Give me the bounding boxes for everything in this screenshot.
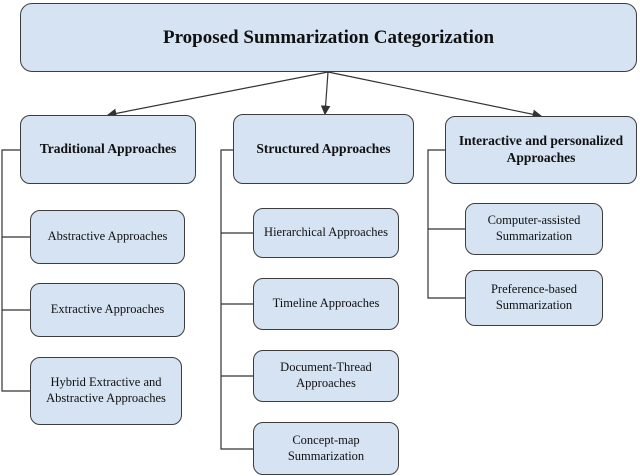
leaf-extractive: Extractive Approaches xyxy=(30,283,185,337)
leaf-computer-assisted: Computer-assisted Summarization xyxy=(465,203,603,255)
leaf-preference-based: Preference-based Summarization xyxy=(465,270,603,326)
leaf-label: Preference-based Summarization xyxy=(490,282,578,312)
structured-bracket xyxy=(220,149,253,450)
leaf-hybrid: Hybrid Extractive and Abstractive Approa… xyxy=(30,357,182,425)
arrow-to-interactive xyxy=(327,71,543,120)
category-interactive: Interactive and personalized Approaches xyxy=(445,116,637,184)
leaf-label: Abstractive Approaches xyxy=(47,229,168,244)
root-node: Proposed Summarization Categorization xyxy=(20,3,637,72)
leaf-abstractive: Abstractive Approaches xyxy=(30,210,185,264)
category-label: Interactive and personalized Approaches xyxy=(458,133,624,165)
arrow-to-traditional xyxy=(106,71,329,119)
leaf-label: Document-Thread Approaches xyxy=(280,360,372,390)
leaf-label: Timeline Approaches xyxy=(272,296,380,311)
leaf-hierarchical: Hierarchical Approaches xyxy=(253,208,399,258)
traditional-bracket xyxy=(1,149,30,392)
leaf-label: Hierarchical Approaches xyxy=(264,225,388,240)
category-structured: Structured Approaches xyxy=(233,114,414,184)
leaf-timeline: Timeline Approaches xyxy=(253,278,399,330)
leaf-label: Hybrid Extractive and Abstractive Approa… xyxy=(46,375,166,405)
category-label: Traditional Approaches xyxy=(39,141,177,157)
root-label: Proposed Summarization Categorization xyxy=(162,26,495,48)
leaf-document-thread: Document-Thread Approaches xyxy=(253,350,399,402)
leaf-concept-map: Concept-map Summarization xyxy=(253,422,399,475)
category-traditional: Traditional Approaches xyxy=(20,115,196,184)
leaf-label: Computer-assisted Summarization xyxy=(487,213,581,243)
category-label: Structured Approaches xyxy=(256,140,391,156)
leaf-label: Concept-map Summarization xyxy=(287,432,365,463)
interactive-bracket xyxy=(427,149,465,299)
arrow-to-structured xyxy=(320,71,331,116)
leaf-label: Extractive Approaches xyxy=(50,302,165,317)
